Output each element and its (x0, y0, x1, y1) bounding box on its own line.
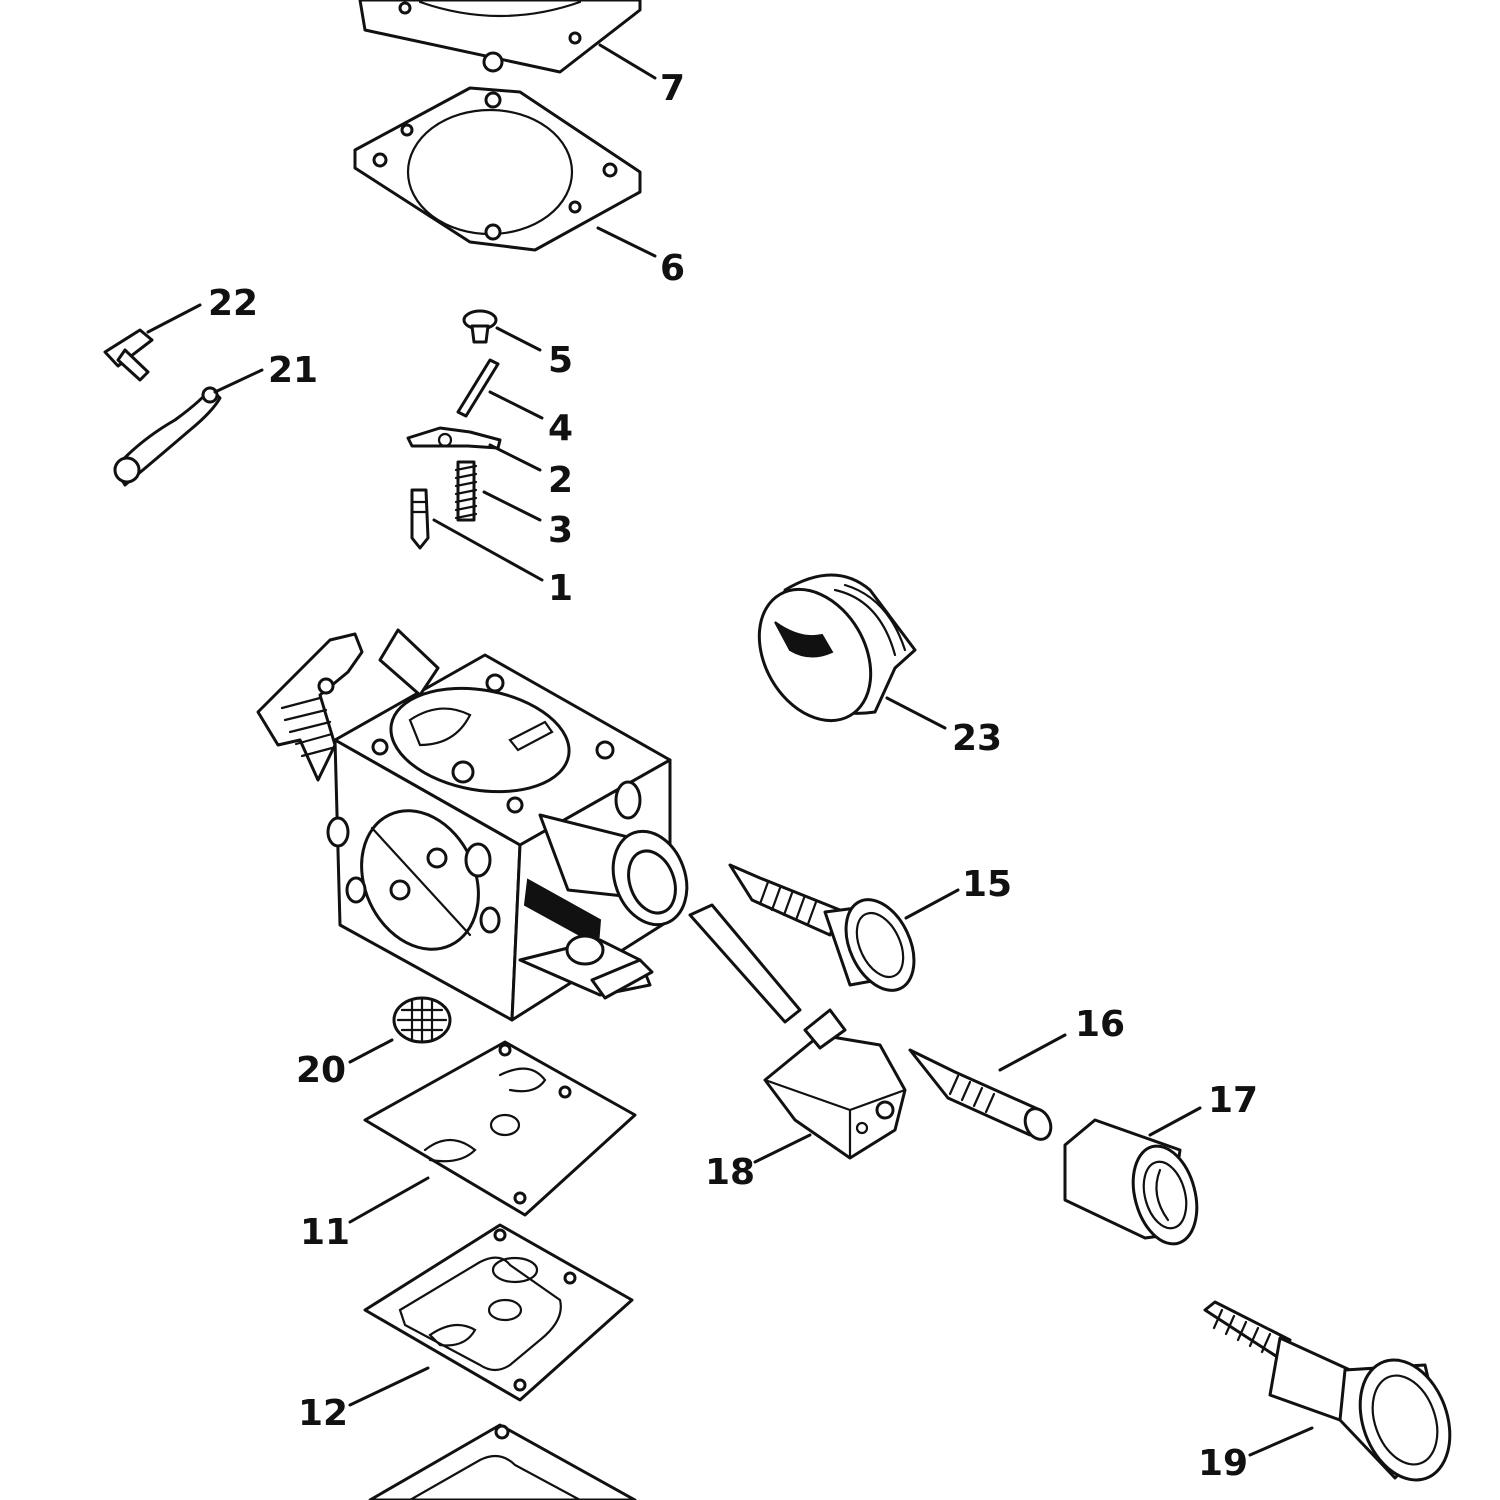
part-5-screw[interactable] (462, 309, 498, 344)
callout-6: 6 (660, 248, 685, 289)
part-18-limiter-holder[interactable] (763, 1008, 907, 1160)
part-16-needle-screw[interactable] (908, 1048, 1056, 1144)
part-21-lever[interactable] (113, 386, 222, 487)
part-20-screen[interactable] (392, 996, 452, 1044)
callout-16: 16 (1075, 1004, 1125, 1045)
part-23-cover[interactable] (737, 569, 917, 740)
part-22-screw[interactable] (103, 328, 154, 382)
callout-3: 3 (548, 510, 573, 551)
part-6-gasket[interactable] (353, 86, 642, 252)
part-3-spring[interactable] (454, 460, 478, 522)
callout-19: 19 (1198, 1443, 1248, 1484)
part-17-limiter-cap[interactable] (1063, 1118, 1207, 1251)
callout-18: 18 (705, 1152, 755, 1193)
part-15-adjusting-screw[interactable] (728, 863, 927, 1001)
callout-15: 15 (962, 864, 1012, 905)
carburetor-body[interactable] (256, 628, 802, 1024)
part-2-inlet-lever[interactable] (406, 426, 502, 450)
part-1-inlet-needle[interactable] (410, 488, 430, 550)
callout-23: 23 (952, 718, 1002, 759)
callout-21: 21 (268, 350, 318, 391)
callout-4: 4 (548, 408, 573, 449)
callout-17: 17 (1208, 1080, 1258, 1121)
callout-5: 5 (548, 340, 573, 381)
callout-12: 12 (298, 1393, 348, 1434)
callout-2: 2 (548, 460, 573, 501)
bottom-cover-plate[interactable] (368, 1423, 637, 1500)
callout-1: 1 (548, 568, 573, 609)
callout-11: 11 (300, 1212, 350, 1253)
callout-20: 20 (296, 1050, 346, 1091)
part-12-gasket[interactable] (363, 1223, 634, 1402)
callout-22: 22 (208, 283, 258, 324)
callout-7: 7 (660, 68, 685, 109)
part-11-diaphragm[interactable] (363, 1040, 637, 1217)
part-4-pin[interactable] (456, 358, 500, 418)
callout-labels: 7 6 22 21 5 4 2 3 1 23 15 16 17 18 20 11… (208, 68, 1258, 1484)
part-19-adjusting-screw[interactable] (1203, 1300, 1466, 1493)
leader-lines (146, 43, 1314, 1457)
part-7-diaphragm-plate[interactable] (358, 0, 642, 74)
